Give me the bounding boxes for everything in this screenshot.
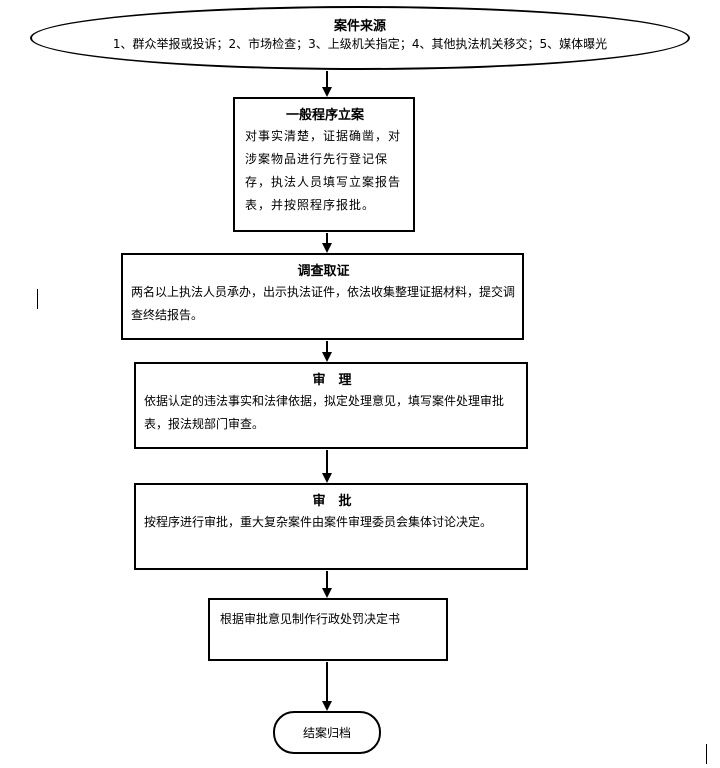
case-source-title: 案件来源 (333, 19, 386, 34)
case-source-node: 案件来源 1、群众举报或投诉；2、市场检查；3、上级机关指定；4、其他执法机关移… (30, 6, 690, 70)
text-cursor-left (37, 289, 38, 309)
decision-text: 根据审批意见制作行政处罚决定书 (220, 612, 401, 626)
filing-title: 一般程序立案 (285, 108, 364, 123)
decision-node: 根据审批意见制作行政处罚决定书 (208, 598, 448, 661)
approval-text: 按程序进行审批，重大复杂案件由案件审理委员会集体讨论决定。 (144, 515, 493, 529)
review-node: 审 理 依据认定的违法事实和法律依据，拟定处理意见，填写案件处理审批表，报法规部… (134, 362, 528, 449)
filing-node: 一般程序立案 对事实清楚，证据确凿，对涉案物品进行先行登记保存，执法人员填写立案… (233, 97, 415, 232)
investigation-title: 调查取证 (297, 264, 350, 279)
review-title: 审 理 (312, 373, 352, 388)
closing-text: 结案归档 (302, 726, 351, 740)
closing-node: 结案归档 (273, 711, 381, 754)
investigation-text: 两名以上执法人员承办，出示执法证件，依法收集整理证据材料，提交调查终结报告。 (131, 285, 516, 322)
approval-node: 审 批 按程序进行审批，重大复杂案件由案件审理委员会集体讨论决定。 (134, 483, 528, 570)
investigation-node: 调查取证 两名以上执法人员承办，出示执法证件，依法收集整理证据材料，提交调查终结… (121, 253, 524, 340)
review-text: 依据认定的违法事实和法律依据，拟定处理意见，填写案件处理审批表，报法规部门审查。 (144, 394, 505, 431)
approval-title: 审 批 (312, 494, 352, 509)
text-cursor-bottom-right (706, 744, 707, 764)
filing-text: 对事实清楚，证据确凿，对涉案物品进行先行登记保存，执法人员填写立案报告表，并按照… (245, 129, 402, 212)
case-source-text: 1、群众举报或投诉；2、市场检查；3、上级机关指定；4、其他执法机关移交；5、媒… (112, 37, 608, 51)
